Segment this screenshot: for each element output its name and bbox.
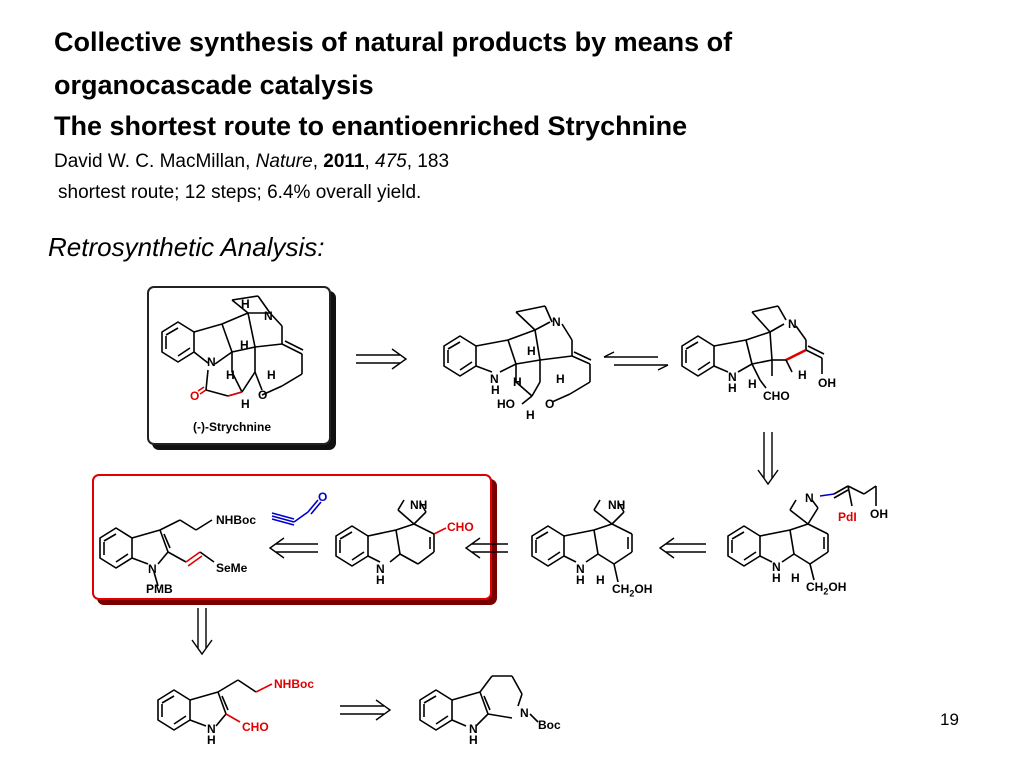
label-N: N [788,317,797,331]
aldehyde-intermediate-structure [681,305,825,389]
label-N: N [264,309,273,323]
label-H: H [491,383,500,397]
label-N: N [376,562,385,576]
label-PMB: PMB [146,582,173,596]
carboline-structure [419,675,539,731]
retro-arrow-down-2 [191,608,213,656]
label-PdI: PdI [838,510,857,524]
strychnine-name: (-)-Strychnine [193,420,271,434]
strychnine-structure [161,295,304,397]
retro-arrow-left-3 [268,537,318,559]
label-H: H [556,372,565,386]
label-NH: NH [410,498,428,512]
starting-materials-frame [92,474,492,600]
page-number: 19 [940,710,959,729]
label-H: H [226,368,235,382]
enal-structure [335,499,447,567]
retro-arrow-1 [356,348,408,370]
label-N: N [520,706,529,720]
label-NH: NH [608,498,626,512]
propynal-structure [271,499,322,526]
label-N: N [207,722,216,736]
label-SeMe: SeMe [216,561,248,575]
indole-aldehyde-structure [157,679,273,731]
citation: David W. C. MacMillan, Nature, 2011, 475… [54,150,449,173]
label-H: H [527,344,536,358]
citation-journal: Nature [255,151,313,172]
slide-title-line-1: Collective synthesis of natural products… [54,27,733,57]
label-H: H [267,368,276,382]
label-H: H [728,381,737,395]
label-O: O [545,397,555,411]
label-NHBoc: NHBoc [274,677,315,691]
slide-title-line-2: organocascade catalysis [54,70,374,100]
hemiacetal-structure [443,305,592,405]
label-H: H [376,573,385,587]
label-NHBoc: NHBoc [216,513,257,527]
label-N: N [728,370,737,384]
label-O: O [318,490,328,504]
label-CH2OH: CH2OH [612,582,653,599]
citation-summary: shortest route; 12 steps; 6.4% overall y… [58,182,422,203]
retro-arrow-left-1 [658,537,706,559]
retro-arrow-down-1 [757,432,779,486]
label-H: H [526,408,535,422]
retro-arrow-left-2 [464,537,508,559]
label-HO: HO [497,397,515,411]
citation-authors: David W. C. MacMillan, [54,151,256,172]
label-OH: OH [818,376,836,390]
label-CHO: CHO [242,720,269,734]
label-N: N [469,722,478,736]
citation-pages: , 183 [406,151,450,172]
label-H: H [798,368,807,382]
citation-year: 2011 [323,151,365,172]
label-H: H [469,733,478,747]
strychnine-frame [147,286,331,445]
label-H: H [791,571,800,585]
citation-volume: 475 [375,151,407,172]
citation-sep: , [312,151,324,172]
label-OH: OH [870,507,888,521]
label-N: N [576,562,585,576]
label-N: N [805,491,814,505]
retro-arrows [191,348,779,721]
label-O-carbonyl: O [190,389,200,403]
label-H: H [748,377,757,391]
label-H: H [513,375,522,389]
label-N: N [148,562,157,576]
label-H: H [576,573,585,587]
section-heading: Retrosynthetic Analysis: [48,232,325,262]
equilibrium-arrow [603,351,669,371]
indole-seleno-structure [99,519,215,587]
label-H: H [241,297,250,311]
pyrrolidine-alcohol-structure [531,499,633,583]
label-CHO: CHO [763,389,790,403]
label-N: N [490,372,499,386]
label-N: N [552,315,561,329]
label-CH2OH: CH2OH [806,580,847,597]
citation-sep: , [364,151,376,172]
retro-arrow-2 [340,699,392,721]
label-H: H [596,573,605,587]
label-N: N [772,560,781,574]
label-H: H [207,733,216,747]
label-N: N [207,355,216,369]
vinyl-iodide-intermediate-structure [727,485,877,581]
label-CHO: CHO [447,520,474,534]
slide-title-line-3: The shortest route to enantioenriched St… [54,111,688,141]
label-H: H [240,338,249,352]
label-H: H [772,571,781,585]
label-O: O [258,388,268,402]
label-H: H [241,397,250,411]
label-Boc: Boc [538,718,561,732]
